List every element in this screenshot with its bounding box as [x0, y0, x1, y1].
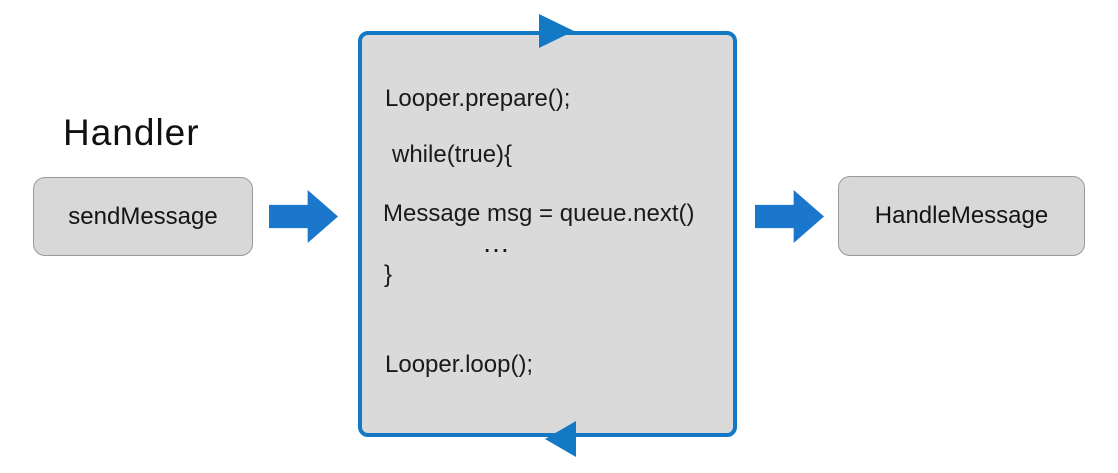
code-line-looper-prepare: Looper.prepare(); [385, 85, 571, 112]
code-line-while-true: while(true){ [392, 141, 513, 168]
arrow-looper-to-handle-icon [755, 190, 824, 243]
code-line-queue-next: Message msg = queue.next() [383, 200, 695, 227]
loop-arrowhead-bottom-left-icon [545, 421, 576, 457]
looper-code-box [358, 31, 737, 437]
code-line-ellipsis: … [482, 227, 512, 258]
diagram-title: Handler [63, 112, 200, 153]
send-message-node: sendMessage [33, 177, 253, 256]
code-line-close-brace: } [384, 261, 393, 288]
arrow-send-to-looper-icon [269, 190, 338, 243]
handle-message-label: HandleMessage [874, 202, 1049, 229]
code-line-looper-loop: Looper.loop(); [385, 351, 534, 378]
handle-message-node: HandleMessage [838, 176, 1085, 256]
send-message-label: sendMessage [68, 202, 218, 230]
loop-arrowhead-top-right-icon [539, 14, 574, 48]
